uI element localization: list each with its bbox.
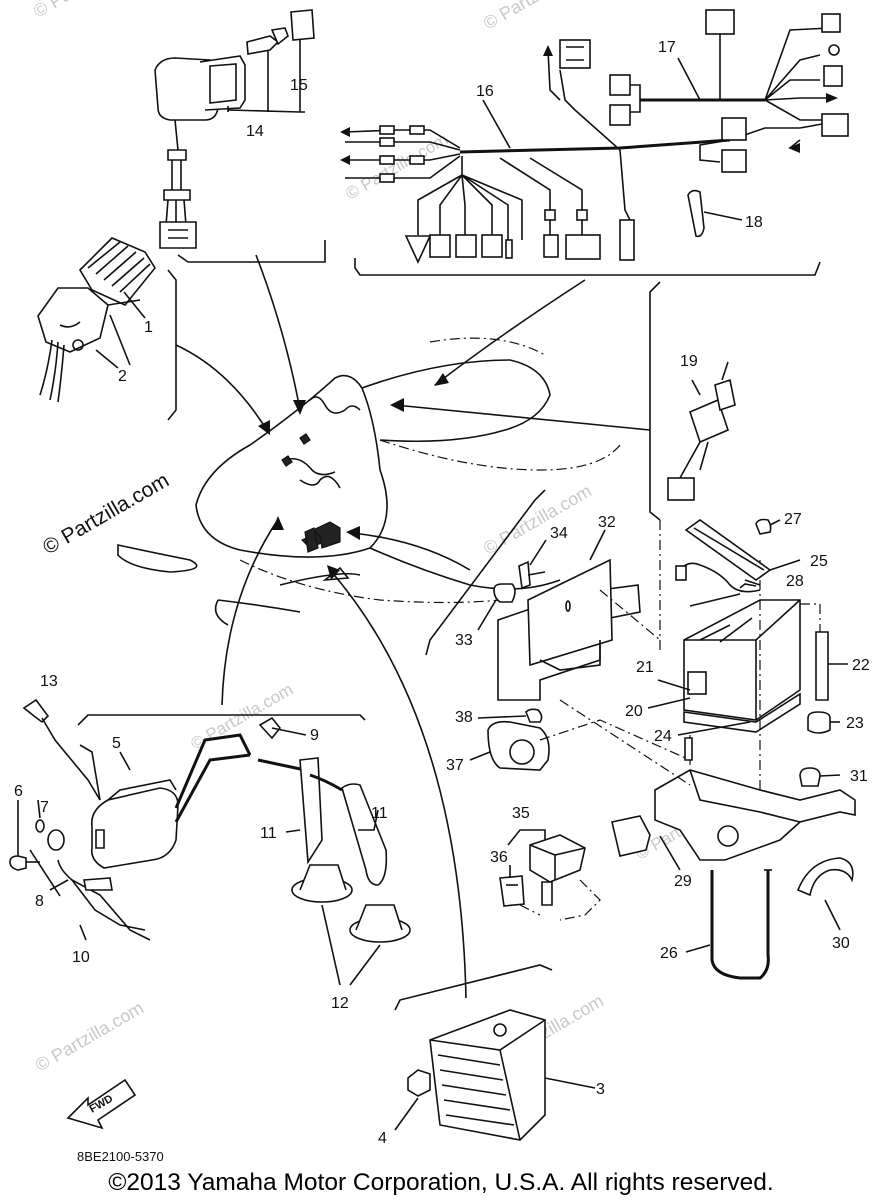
starter-relay [487, 708, 691, 771]
callout-11: 11 [260, 825, 277, 842]
battery-bracket [559, 699, 856, 980]
callout-33: 33 [455, 632, 473, 649]
battery-plate-assembly [493, 558, 661, 701]
callout-17: 17 [658, 39, 676, 56]
callout-21: 21 [636, 659, 654, 676]
battery-assembly [659, 520, 821, 830]
callout-20: 20 [625, 703, 643, 720]
diagram-code: 8BE2100-5370 [77, 1149, 164, 1164]
callout-1: 1 [144, 319, 153, 336]
harness-clamp [687, 189, 705, 238]
callout-24: 24 [654, 728, 672, 745]
callout-9: 9 [310, 727, 319, 744]
sub-harness [609, 9, 849, 173]
callout-14: 14 [246, 123, 264, 140]
handlebar-switch-assembly [37, 237, 156, 403]
callout-15: 15 [290, 77, 308, 94]
copyright-notice: ©2013 Yamaha Motor Corporation, U.S.A. A… [108, 1169, 773, 1196]
group-brackets [77, 240, 821, 1011]
callout-leaders [17, 57, 848, 1131]
rectifier-regulator [407, 1009, 546, 1141]
ignition-coil-assembly [9, 698, 411, 943]
callout-31: 31 [850, 768, 868, 785]
wire-harness [340, 39, 731, 264]
callout-38: 38 [455, 709, 473, 726]
main-switch-assembly [154, 9, 315, 249]
leader-arrows [175, 254, 651, 999]
callout-25: 25 [810, 553, 828, 570]
callout-34: 34 [550, 525, 568, 542]
callout-4: 4 [378, 1130, 387, 1147]
callout-35: 35 [512, 805, 530, 822]
forward-direction-arrow: FWD [66, 1078, 137, 1130]
battery-accessories [675, 518, 831, 734]
callout-10: 10 [72, 949, 90, 966]
callout-7: 7 [40, 799, 49, 816]
callout-32: 32 [598, 514, 616, 531]
callout-26: 26 [660, 945, 678, 962]
callout-37: 37 [446, 757, 464, 774]
callout-23: 23 [846, 715, 864, 732]
snowmobile-illustration [117, 337, 621, 626]
callout-27: 27 [784, 511, 802, 528]
fuse-assembly [499, 834, 601, 921]
callout-2: 2 [118, 368, 127, 385]
watermark: © Partzilla.com [32, 997, 147, 1075]
callout-3: 3 [596, 1081, 605, 1098]
callout-30: 30 [832, 935, 850, 952]
callout-8: 8 [35, 893, 44, 910]
callout-11: 11 [371, 805, 388, 822]
callout-16: 16 [476, 83, 494, 100]
callout-28: 28 [786, 573, 804, 590]
callout-13: 13 [40, 673, 58, 690]
toggle-switch [667, 361, 736, 501]
watermark: © Partzilla.com [343, 130, 452, 204]
callout-36: 36 [490, 849, 508, 866]
watermark: © Partzilla.com [480, 480, 595, 558]
callout-18: 18 [745, 214, 763, 231]
callout-12: 12 [331, 995, 349, 1012]
callout-22: 22 [852, 657, 870, 674]
callout-19: 19 [680, 353, 698, 370]
callout-6: 6 [14, 783, 23, 800]
callout-5: 5 [112, 735, 121, 752]
side-watermark: © Partzilla.com [39, 469, 173, 560]
callout-29: 29 [674, 873, 692, 890]
callout-numbers: 1 2 3 4 5 6 7 8 9 10 11 11 12 13 14 15 1… [14, 39, 870, 1147]
watermark: © Partzilla.com [480, 0, 595, 33]
watermark: © Partzilla.com [30, 0, 145, 21]
